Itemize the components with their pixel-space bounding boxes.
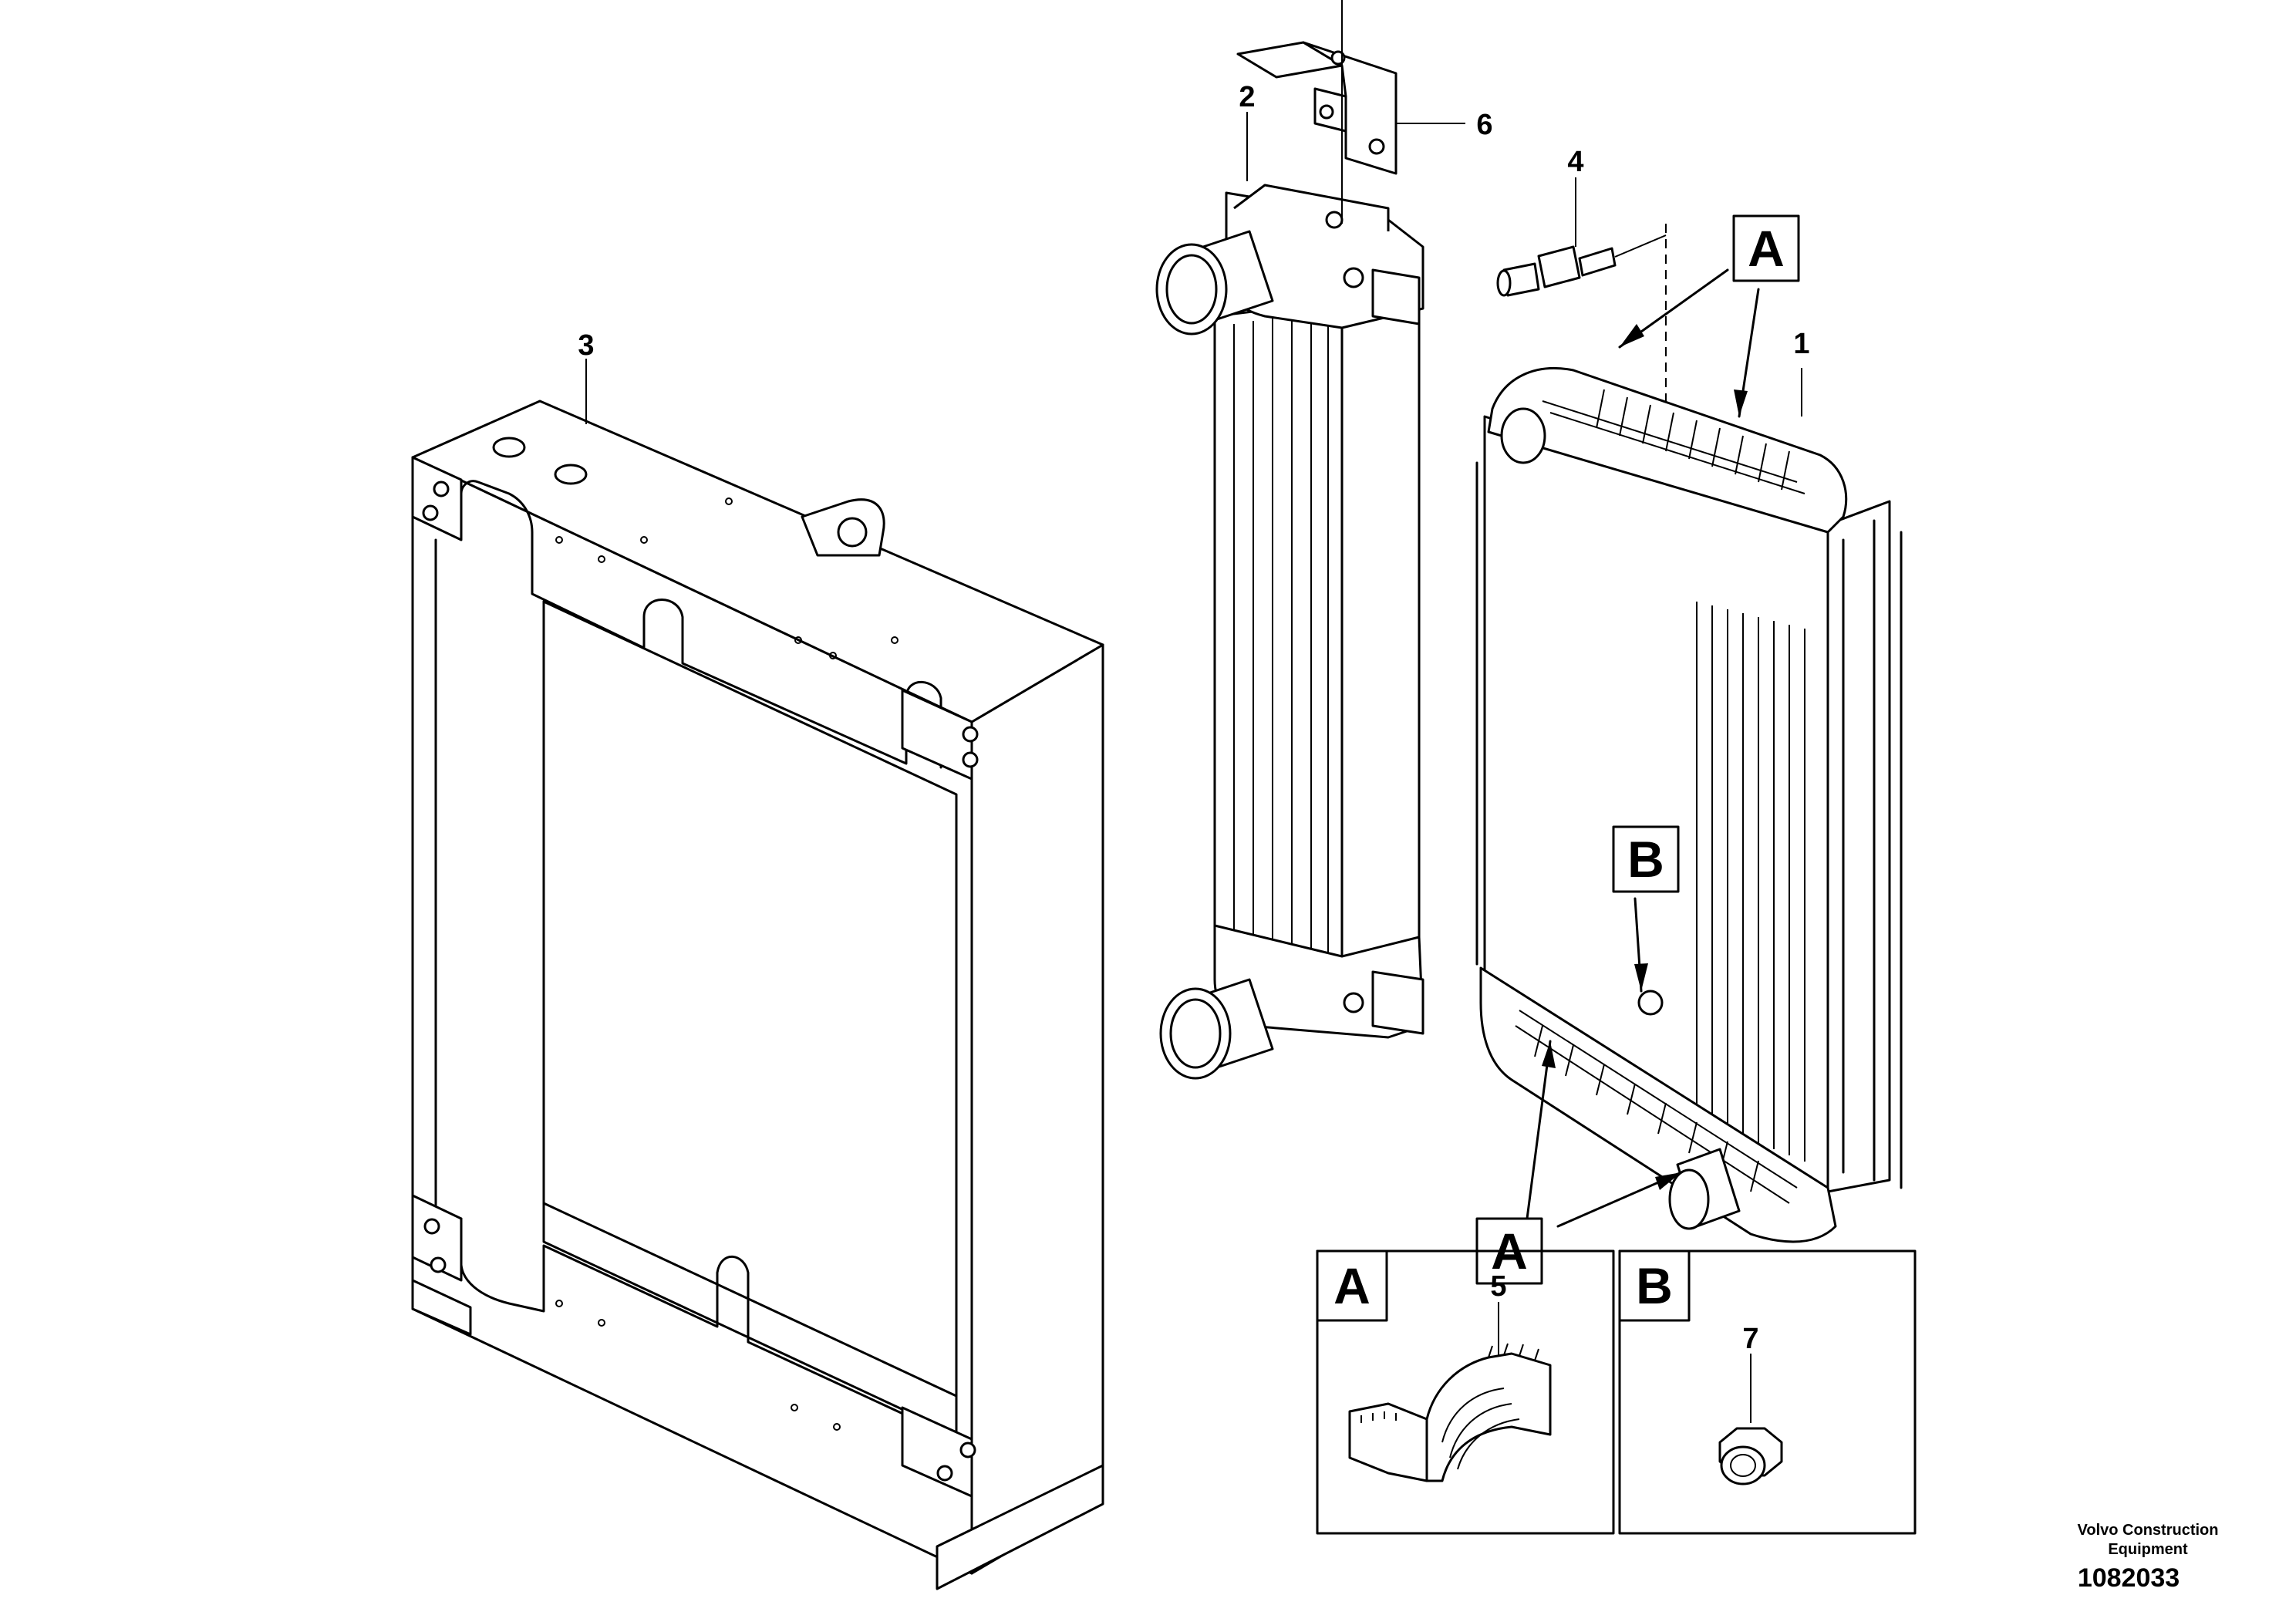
reference-box-a-top: A: [1732, 214, 1800, 282]
callout-7: 7: [1742, 1323, 1758, 1355]
reference-letter-a: A: [1748, 220, 1785, 277]
sensor: [1496, 224, 1667, 540]
detail-a-panel: A 5: [1316, 1249, 1615, 1535]
callout-2: 2: [1239, 81, 1255, 113]
detail-b-panel: B 7: [1618, 1249, 1917, 1535]
mounting-bracket: [1236, 0, 1397, 224]
callout-6: 6: [1476, 109, 1492, 141]
callout-3: 3: [578, 329, 594, 362]
reference-leaders: [1526, 268, 1760, 1228]
detail-b-label: B: [1636, 1257, 1673, 1314]
shroud-frame: [411, 400, 1104, 1590]
reference-letter-b: B: [1627, 831, 1664, 888]
callout-5: 5: [1490, 1270, 1506, 1303]
credit-line-2: Equipment: [2108, 1541, 2188, 1558]
radiator: [1475, 366, 1903, 1243]
drain-plug: [1718, 1427, 1783, 1485]
credit-line-1: Volvo Construction: [2078, 1522, 2219, 1539]
detail-a-label: A: [1333, 1257, 1371, 1314]
document-number: 1082033: [2078, 1563, 2180, 1593]
callout-1: 1: [1793, 328, 1809, 360]
callout-leaders: [585, 112, 1802, 424]
callout-4: 4: [1567, 146, 1583, 178]
charge-air-cooler: [1155, 184, 1424, 1080]
reference-box-b: B: [1612, 825, 1680, 893]
clamp-part: [1348, 1343, 1552, 1482]
footer-block: Volvo Construction Equipment 1082033: [2078, 1522, 2219, 1593]
